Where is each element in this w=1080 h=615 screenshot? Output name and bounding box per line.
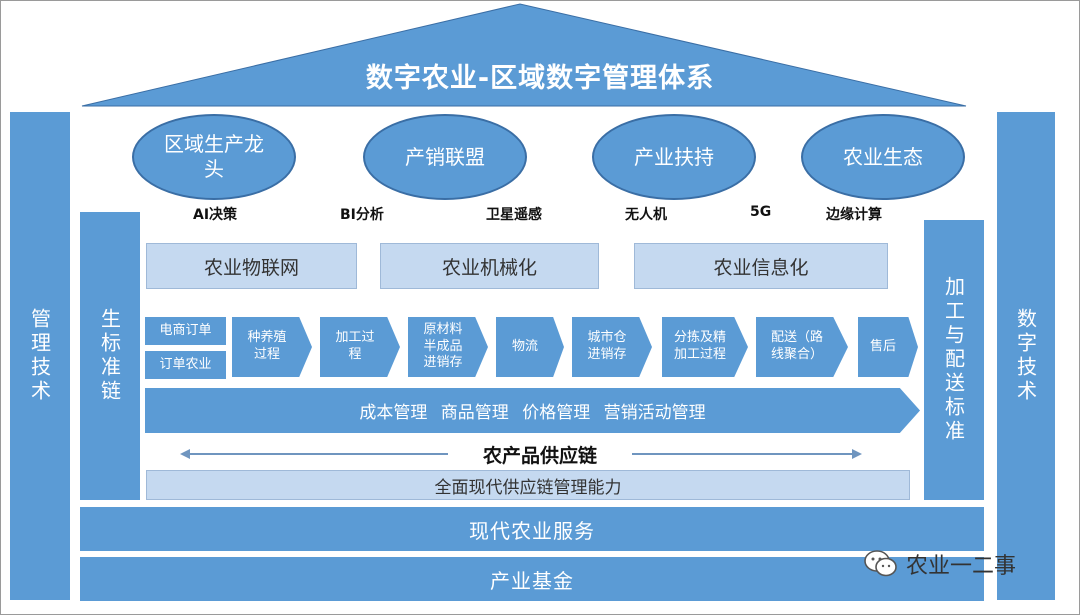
diagram-title: 数字农业-区域数字管理体系 xyxy=(365,63,715,94)
supply-chain-capability: 全面现代供应链管理能力 xyxy=(146,470,910,500)
ellipse-production-sales-alliance: 产销联盟 xyxy=(363,114,527,200)
watermark-text: 农业一二事 xyxy=(906,554,1017,579)
supply-chain-label: 农产品供应链 xyxy=(482,445,597,467)
tech-edge-computing: 边缘计算 xyxy=(826,207,882,223)
tech-drone: 无人机 xyxy=(625,207,667,223)
ellipse-agri-ecology: 农业生态 xyxy=(801,114,965,200)
supply-arrow-right xyxy=(632,453,857,455)
step-logistics: 物流 xyxy=(496,317,564,377)
ellipse-regional-leader: 区域生产龙头 xyxy=(132,114,296,200)
right-outer-pillar: 数字技术 xyxy=(997,112,1055,600)
tech-5g: 5G xyxy=(750,204,772,220)
step-breeding: 种养殖过程 xyxy=(232,317,312,377)
input-order-agriculture: 订单农业 xyxy=(145,351,226,379)
roof xyxy=(81,3,967,107)
left-inner-pillar: 生标准链 xyxy=(80,212,140,500)
capability-iot: 农业物联网 xyxy=(146,243,357,289)
tech-bi-analysis: BI分析 xyxy=(340,207,384,223)
step-raw-materials: 原材料半成品进销存 xyxy=(408,317,488,377)
arrowhead-right-icon xyxy=(852,449,862,459)
step-city-warehouse: 城市仓进销存 xyxy=(572,317,652,377)
tech-ai-decision: AI决策 xyxy=(193,207,238,223)
step-delivery: 配送（路线聚合） xyxy=(756,317,848,377)
step-after-sales: 售后 xyxy=(858,317,918,377)
wechat-icon xyxy=(864,550,897,577)
modern-agri-service-bar: 现代农业服务 xyxy=(80,507,984,551)
watermark: 农业一二事 xyxy=(864,548,1016,580)
supply-arrow-left xyxy=(183,453,448,455)
step-processing: 加工过程 xyxy=(320,317,400,377)
left-outer-pillar: 管理技术 xyxy=(10,112,70,600)
management-bar: 成本管理 商品管理 价格管理 营销活动管理 xyxy=(145,388,920,433)
input-ecommerce-order: 电商订单 xyxy=(145,317,226,345)
capability-informatization: 农业信息化 xyxy=(634,243,888,289)
capability-mechanization: 农业机械化 xyxy=(380,243,599,289)
ellipse-industry-support: 产业扶持 xyxy=(592,114,756,200)
step-sorting: 分拣及精加工过程 xyxy=(662,317,748,377)
tech-satellite: 卫星遥感 xyxy=(486,207,542,223)
arrowhead-left-icon xyxy=(180,449,190,459)
right-inner-pillar: 加工与配送标准 xyxy=(924,220,984,500)
industry-fund-bar: 产业基金 xyxy=(80,557,984,601)
